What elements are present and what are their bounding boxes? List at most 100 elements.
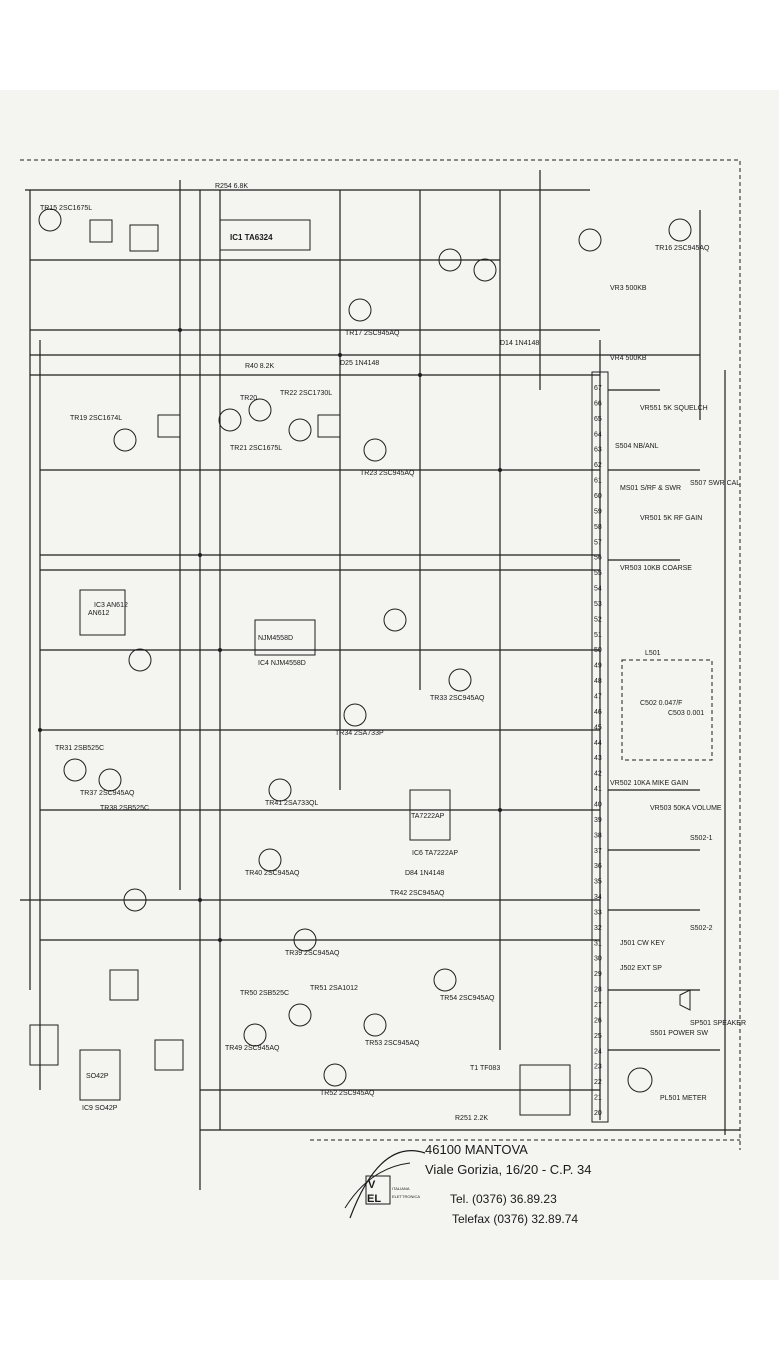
pin-number: 43: [594, 755, 602, 762]
svg-text:TR42 2SC945AQ: TR42 2SC945AQ: [390, 890, 445, 897]
address-fax: Telefax (0376) 32.89.74: [452, 1212, 579, 1226]
pin-number: 29: [594, 971, 602, 978]
circuit-schematic: IC1 TA6324 AN612 NJM4558D TA7222AP SO42P: [20, 159, 746, 1190]
svg-text:VR551 5K SQUELCH: VR551 5K SQUELCH: [640, 405, 708, 412]
pin-numbers: 6766656463626160595857565554535251504948…: [594, 385, 602, 1117]
pin-number: 27: [594, 1002, 602, 1009]
pin-number: 67: [594, 385, 602, 392]
vertical-wires: [29, 170, 726, 1190]
pin-number: 42: [594, 771, 602, 778]
pin-number: 24: [594, 1048, 602, 1055]
svg-text:TR16 2SC945AQ: TR16 2SC945AQ: [655, 245, 710, 252]
svg-text:TR37 2SC945AQ: TR37 2SC945AQ: [80, 790, 135, 797]
svg-text:TR41 2SA733QL: TR41 2SA733QL: [265, 800, 318, 807]
svg-text:R40 8.2K: R40 8.2K: [245, 363, 275, 370]
svg-text:TR22 2SC1730L: TR22 2SC1730L: [280, 390, 332, 397]
svg-text:V: V: [368, 1179, 376, 1191]
junctions: [38, 328, 502, 942]
svg-text:S507 SWR CAL: S507 SWR CAL: [690, 480, 740, 487]
svg-text:TR23 2SC945AQ: TR23 2SC945AQ: [360, 470, 415, 477]
pin-number: 62: [594, 462, 602, 469]
svg-text:SO42P: SO42P: [86, 1073, 109, 1080]
connector-strip: [591, 371, 720, 1123]
ic-label: IC4 NJM4558D: [258, 660, 306, 667]
pin-number: 58: [594, 524, 602, 531]
pin-number: 33: [594, 909, 602, 916]
svg-text:IC3 AN612: IC3 AN612: [94, 602, 128, 609]
svg-text:TA7222AP: TA7222AP: [411, 813, 445, 820]
svg-text:TR21 2SC1675L: TR21 2SC1675L: [230, 445, 282, 452]
svg-text:PL501 METER: PL501 METER: [660, 1095, 707, 1102]
pin-number: 44: [594, 740, 602, 747]
pin-number: 57: [594, 539, 602, 546]
ic-label: IC9 SO42P: [82, 1105, 118, 1112]
pin-number: 22: [594, 1079, 602, 1086]
svg-text:ITALIANA: ITALIANA: [392, 1186, 410, 1191]
svg-text:TR20: TR20: [240, 395, 257, 402]
vel-logo: V EL ITALIANA ELETTRONICA: [340, 1148, 430, 1228]
pin-number: 37: [594, 848, 602, 855]
svg-text:ELETTRONICA: ELETTRONICA: [392, 1194, 420, 1199]
transistors: [38, 208, 692, 1087]
pin-number: 47: [594, 694, 602, 701]
address-street: Viale Gorizia, 16/20 - C.P. 34: [425, 1162, 592, 1177]
svg-text:D25 1N4148: D25 1N4148: [340, 360, 379, 367]
pin-number: 31: [594, 940, 602, 947]
svg-text:AN612: AN612: [88, 610, 110, 617]
svg-text:VR4 500KB: VR4 500KB: [610, 355, 647, 362]
svg-text:VR3 500KB: VR3 500KB: [610, 285, 647, 292]
pin-number: 35: [594, 879, 602, 886]
svg-text:TR38 2SB525C: TR38 2SB525C: [100, 805, 149, 812]
svg-text:S504 NB/ANL: S504 NB/ANL: [615, 443, 659, 450]
svg-text:J502 EXT SP: J502 EXT SP: [620, 965, 662, 972]
svg-text:D84 1N4148: D84 1N4148: [405, 870, 444, 877]
svg-text:SP501 SPEAKER: SP501 SPEAKER: [690, 1020, 746, 1027]
pin-number: 60: [594, 493, 602, 500]
pin-number: 65: [594, 416, 602, 423]
pin-number: 46: [594, 709, 602, 716]
pin-number: 23: [594, 1064, 602, 1071]
svg-text:S502-2: S502-2: [690, 925, 713, 932]
pin-number: 53: [594, 601, 602, 608]
svg-text:VR503 50KA VOLUME: VR503 50KA VOLUME: [650, 805, 722, 812]
svg-text:C503 0.001: C503 0.001: [668, 710, 704, 717]
pin-number: 30: [594, 956, 602, 963]
svg-text:VR501 5K RF GAIN: VR501 5K RF GAIN: [640, 515, 702, 522]
pin-number: 34: [594, 894, 602, 901]
svg-text:TR52 2SC945AQ: TR52 2SC945AQ: [320, 1090, 375, 1097]
svg-text:S502-1: S502-1: [690, 835, 713, 842]
pin-number: 56: [594, 555, 602, 562]
svg-text:TR51 2SA1012: TR51 2SA1012: [310, 985, 358, 992]
svg-text:L501: L501: [645, 650, 661, 657]
pin-number: 40: [594, 801, 602, 808]
schematic-sheet: IC1 TA6324 AN612 NJM4558D TA7222AP SO42P: [0, 90, 779, 1280]
svg-text:VR502 10KA MIKE GAIN: VR502 10KA MIKE GAIN: [610, 780, 688, 787]
pin-number: 48: [594, 678, 602, 685]
svg-text:TR40 2SC945AQ: TR40 2SC945AQ: [245, 870, 300, 877]
svg-text:TR34 2SA733P: TR34 2SA733P: [335, 730, 384, 737]
pin-number: 36: [594, 863, 602, 870]
pin-number: 61: [594, 478, 602, 485]
svg-text:R254 6.8K: R254 6.8K: [215, 183, 248, 190]
svg-text:R251 2.2K: R251 2.2K: [455, 1115, 488, 1122]
pin-number: 55: [594, 570, 602, 577]
svg-text:TR54 2SC945AQ: TR54 2SC945AQ: [440, 995, 495, 1002]
svg-text:S501 POWER SW: S501 POWER SW: [650, 1030, 708, 1037]
pin-number: 59: [594, 508, 602, 515]
ic-label: IC6 TA7222AP: [412, 850, 458, 857]
pin-number: 63: [594, 447, 602, 454]
svg-text:TR15 2SC1675L: TR15 2SC1675L: [40, 205, 92, 212]
svg-text:NJM4558D: NJM4558D: [258, 635, 293, 642]
svg-text:TR31 2SB525C: TR31 2SB525C: [55, 745, 104, 752]
pin-number: 54: [594, 586, 602, 593]
svg-text:D14 1N4148: D14 1N4148: [500, 340, 539, 347]
pin-number: 25: [594, 1033, 602, 1040]
svg-text:TR19 2SC1674L: TR19 2SC1674L: [70, 415, 122, 422]
horizontal-wires: [20, 189, 740, 1131]
pin-number: 21: [594, 1095, 602, 1102]
svg-text:TR50 2SB525C: TR50 2SB525C: [240, 990, 289, 997]
svg-text:IC1 TA6324: IC1 TA6324: [230, 233, 273, 242]
company-address-block: V EL ITALIANA ELETTRONICA 46100 MANTOVA …: [340, 1140, 670, 1240]
pin-number: 41: [594, 786, 602, 793]
pin-number: 66: [594, 400, 602, 407]
